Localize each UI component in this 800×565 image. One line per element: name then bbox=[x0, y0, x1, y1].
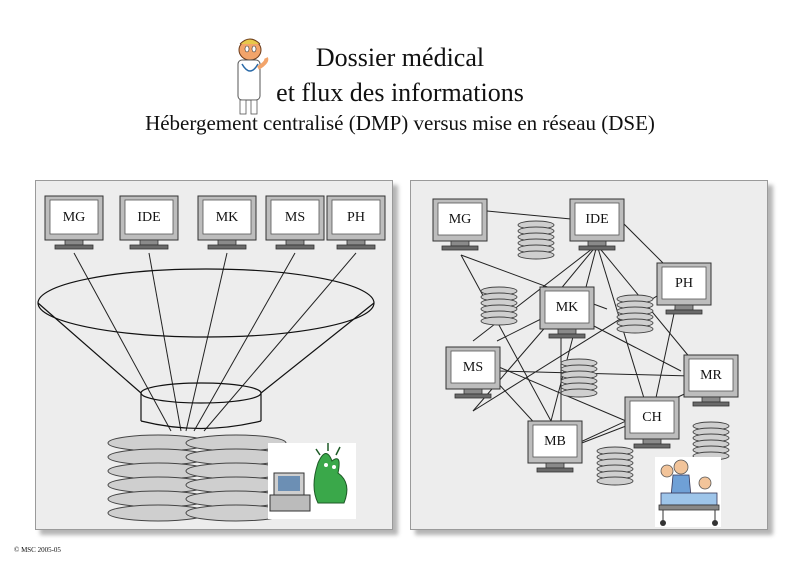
virus-monster-illustration bbox=[268, 443, 356, 519]
monitor-label-mr: MR bbox=[700, 368, 722, 383]
connection-lines bbox=[73, 252, 357, 432]
monitor-label-ms: MS bbox=[463, 360, 483, 375]
title-line-1: Dossier médical bbox=[315, 43, 485, 72]
monitor-label-ph: PH bbox=[675, 276, 693, 291]
monitor-label-ide: IDE bbox=[585, 212, 608, 227]
title-line-2: et flux des informations bbox=[276, 78, 524, 107]
monitor-label-ide: IDE bbox=[137, 210, 160, 225]
monitor-label-ms: MS bbox=[285, 210, 305, 225]
monitor-label-mb: MB bbox=[544, 434, 566, 449]
monitor-label-mk: MK bbox=[556, 300, 579, 315]
monitor-label-ch: CH bbox=[642, 410, 661, 425]
funnel-shape bbox=[37, 268, 375, 430]
monitor-label-ph: PH bbox=[347, 210, 365, 225]
subtitle: Hébergement centralisé (DMP) versus mise… bbox=[145, 111, 655, 135]
centralized-panel: MG IDE MK MS PH bbox=[35, 180, 393, 530]
central-database-stack bbox=[107, 434, 287, 522]
monitor-label-mk: MK bbox=[216, 210, 239, 225]
monitor-label-mg: MG bbox=[449, 212, 472, 227]
database-stacks bbox=[480, 220, 730, 486]
monitor-label-mg: MG bbox=[63, 210, 86, 225]
patient-bed-illustration bbox=[655, 457, 721, 527]
network-panel: MG IDE PH MK MS MR CH MB bbox=[410, 180, 768, 530]
copyright-notice: © MSC 2005-05 bbox=[14, 546, 61, 554]
